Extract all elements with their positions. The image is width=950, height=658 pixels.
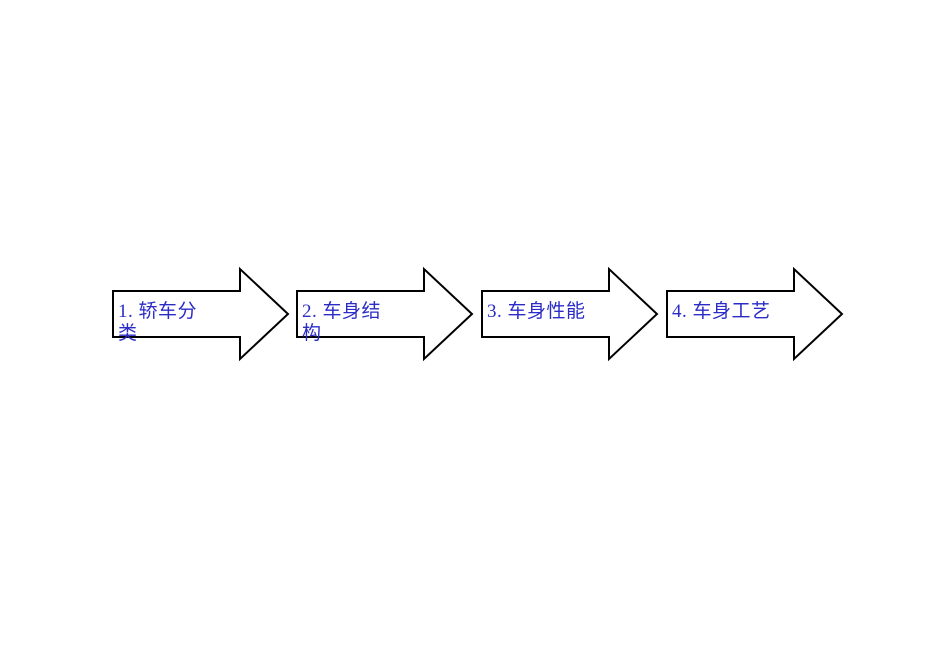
arrow-label: 2. 车身结 构 xyxy=(302,301,452,345)
arrow-step-4[interactable]: 4. 车身工艺 xyxy=(666,266,844,362)
arrow-step-3[interactable]: 3. 车身性能 xyxy=(481,266,659,362)
arrow-label: 3. 车身性能 xyxy=(487,301,637,323)
arrow-label-line: 类 xyxy=(118,323,138,344)
right-arrow-icon xyxy=(666,266,844,362)
right-arrow-icon xyxy=(112,266,290,362)
arrow-step-1[interactable]: 1. 轿车分 类 xyxy=(112,266,290,362)
arrow-label-line: 构 xyxy=(302,323,322,344)
arrow-label-line: 2. 车身结 xyxy=(302,301,382,322)
arrow-label-line: 3. 车身性能 xyxy=(487,301,586,322)
right-arrow-icon xyxy=(481,266,659,362)
arrow-label-line: 1. 轿车分 xyxy=(118,301,198,322)
right-arrow-icon xyxy=(296,266,474,362)
arrow-label: 1. 轿车分 类 xyxy=(118,301,268,345)
arrow-label: 4. 车身工艺 xyxy=(672,301,822,323)
arrow-label-line: 4. 车身工艺 xyxy=(672,301,771,322)
arrow-step-2[interactable]: 2. 车身结 构 xyxy=(296,266,474,362)
